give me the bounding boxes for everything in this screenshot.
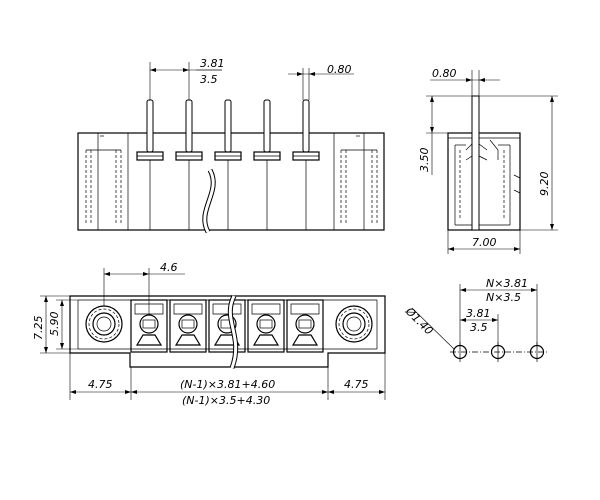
side-dim-depth: 7.00	[472, 236, 497, 249]
side-dim-pin-height: 3.50	[418, 148, 431, 173]
bottom-view: 4.6 7.25 5.90 4.75 4.75 (N-1)×3.81+4.60 …	[32, 261, 386, 407]
side-view: 0.80 3.50 9.20 7.00	[418, 67, 558, 254]
front-pin-1	[136, 99, 164, 230]
bottom-terminal-3	[208, 299, 246, 353]
bottom-dim-formula-381: (N-1)×3.81+4.60	[180, 378, 275, 391]
hole-pattern-view: Ø1.40 N×3.81 N×3.5 3.81 3.5	[402, 277, 547, 362]
bottom-terminal-2	[169, 299, 207, 353]
bottom-dim-offset: 4.6	[160, 261, 178, 274]
bottom-dim-height-outer: 7.25	[32, 316, 45, 341]
front-pin-5	[292, 99, 320, 230]
bottom-dim-height-inner: 5.90	[48, 312, 61, 337]
bottom-terminal-4	[247, 299, 285, 353]
side-dim-pin-width: 0.80	[432, 67, 457, 80]
side-pin	[471, 95, 480, 231]
front-pin-4	[253, 99, 281, 230]
bottom-terminal-1	[130, 299, 168, 353]
bottom-terminal-5	[286, 299, 324, 353]
hole-dim-span-381: N×3.81	[486, 277, 528, 290]
bottom-dim-right-margin: 4.75	[344, 378, 369, 391]
front-dim-pitch-381: 3.81	[200, 57, 225, 70]
bottom-dim-formula-35: (N-1)×3.5+4.30	[182, 394, 270, 407]
side-dim-total-height: 9.20	[538, 172, 551, 197]
front-view: 3.81 3.5 0.80	[77, 57, 385, 234]
hole-dim-span-35: N×3.5	[486, 291, 521, 304]
right-mount-hole	[335, 305, 373, 343]
front-dim-pin-width: 0.80	[327, 63, 352, 76]
hole-dim-pitch-381: 3.81	[466, 307, 491, 320]
side-body-outline	[447, 132, 521, 231]
left-mount-hole	[85, 305, 123, 343]
hole-dim-diameter: Ø1.40	[402, 304, 435, 337]
front-pin-2	[175, 99, 203, 230]
hole-dim-pitch-35: 3.5	[470, 321, 488, 334]
bottom-dim-left-margin: 4.75	[88, 378, 113, 391]
front-dim-pitch-35: 3.5	[200, 73, 218, 86]
front-pin-3	[214, 99, 242, 230]
